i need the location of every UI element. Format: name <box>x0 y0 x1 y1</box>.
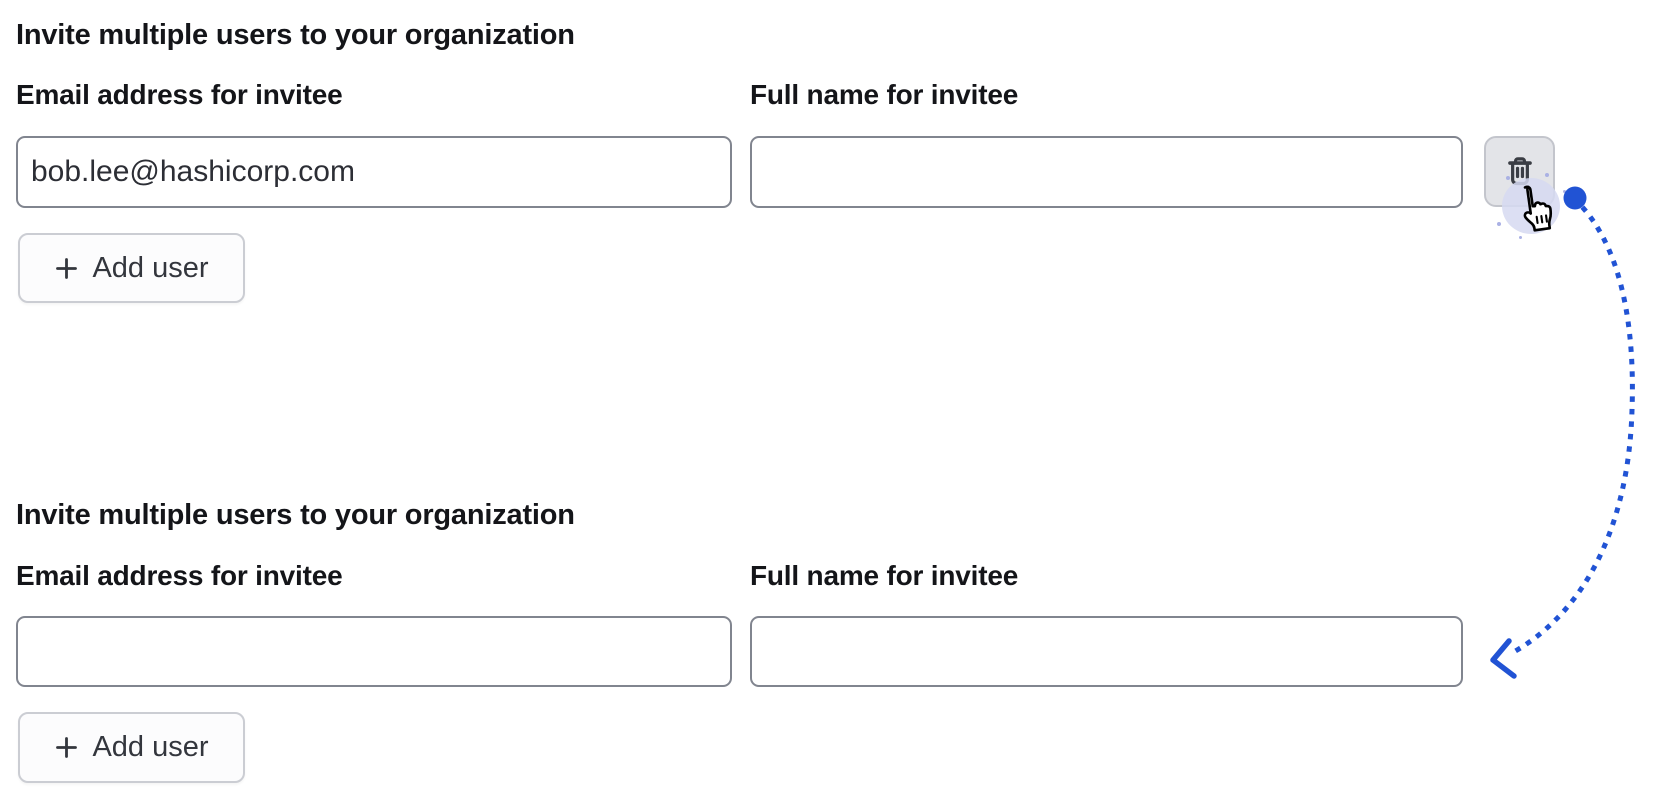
add-user-label: Add user <box>92 251 209 284</box>
add-user-button[interactable]: Add user <box>18 233 245 303</box>
email-input[interactable] <box>16 616 732 687</box>
email-label: Email address for invitee <box>16 560 343 591</box>
full-name-input[interactable] <box>750 616 1463 687</box>
email-label: Email address for invitee <box>16 79 343 110</box>
plus-icon <box>54 256 79 281</box>
plus-icon <box>54 735 79 760</box>
click-sparkle-dot <box>1497 222 1501 226</box>
section-title: Invite multiple users to your organizati… <box>16 19 575 51</box>
click-sparkle-dot <box>1563 190 1566 193</box>
click-sparkle-dot <box>1506 176 1510 180</box>
dotted-arc-arrow <box>1508 205 1635 657</box>
click-start-dot <box>1563 186 1587 210</box>
click-sparkle-dot <box>1519 236 1522 239</box>
add-user-button[interactable]: Add user <box>18 712 245 783</box>
arrowhead <box>1490 638 1517 679</box>
click-sparkle-dot <box>1545 173 1549 177</box>
full-name-label: Full name for invitee <box>750 560 1019 591</box>
full-name-input[interactable] <box>750 136 1463 208</box>
hand-pointer-cursor <box>1523 185 1553 232</box>
add-user-label: Add user <box>92 731 209 763</box>
full-name-label: Full name for invitee <box>750 79 1019 110</box>
section-title: Invite multiple users to your organizati… <box>16 499 575 531</box>
email-input[interactable] <box>16 136 732 208</box>
